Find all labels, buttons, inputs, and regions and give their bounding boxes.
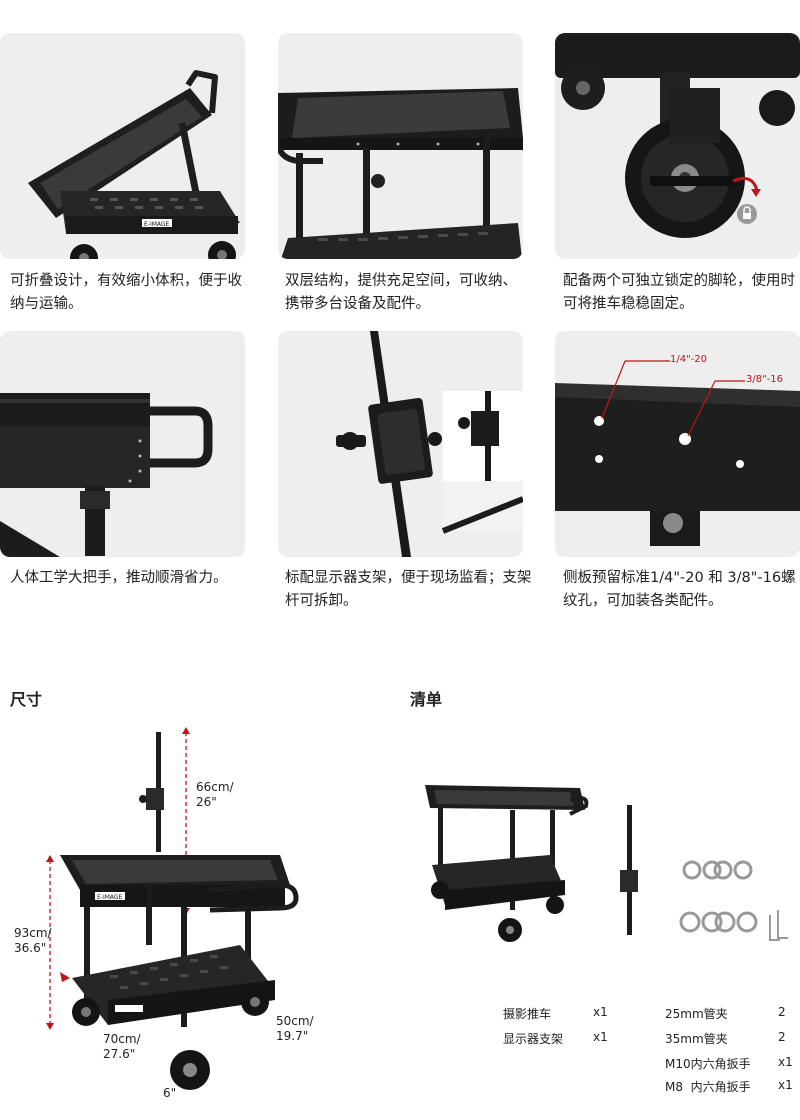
section-title-dimensions: 尺寸 <box>10 690 43 709</box>
packing-item-name: M10内六角扳手 <box>665 1057 751 1071</box>
dim-width: 50cm/ 19.7" <box>276 1014 314 1043</box>
feature-caption-casters: 配备两个可独立锁定的脚轮，使用时可将推车稳稳固定。 <box>563 273 795 312</box>
packing-item-name: 显示器支架 <box>503 1032 564 1046</box>
packing-item-qty: x1 <box>778 1055 793 1069</box>
dim-total-height: 93cm/ 36.6" <box>14 926 52 955</box>
packing-item-qty: x1 <box>593 1005 608 1019</box>
packing-item-name: 摄影推车 <box>503 1007 552 1021</box>
feature-caption-foldable: 可折叠设计，有效缩小体积，便于收纳与运输。 <box>10 273 242 312</box>
feature-image-monitor-mount <box>278 331 523 557</box>
dimension-diagram: E-IMAGE 66cm/ 26" 93cm/ 36.6" 70cm/ 27.6… <box>0 720 400 1120</box>
feature-image-handle <box>0 331 245 557</box>
packing-item-name: 35mm管夹 <box>665 1032 728 1046</box>
dim-pole-height: 66cm/ 26" <box>196 780 234 809</box>
thread-label-quarter: 1/4"-20 <box>670 354 708 365</box>
packing-item-qty: 2 <box>778 1030 786 1044</box>
feature-caption-monitor-mount: 标配显示器支架，便于现场监看；支架杆可拆卸。 <box>285 570 532 609</box>
brand-logo-text: E-IMAGE <box>144 221 170 228</box>
feature-caption-two-tier: 双层结构，提供充足空间，可收纳、携带多台设备及配件。 <box>285 273 517 312</box>
packing-item-name: 25mm管夹 <box>665 1007 728 1021</box>
packing-list-images <box>420 770 800 950</box>
dim-length: 70cm/ 27.6" <box>103 1032 141 1061</box>
packing-item-qty: x1 <box>778 1078 793 1092</box>
feature-caption-thread-holes: 侧板预留标准1/4"-20 和 3/8"-16螺纹孔，可加装各类配件。 <box>563 570 796 609</box>
packing-item-name: M8 内六角扳手 <box>665 1080 751 1094</box>
feature-caption-handle: 人体工学大把手，推动顺滑省力。 <box>10 570 228 586</box>
packing-item-qty: 2 <box>778 1005 786 1019</box>
feature-image-two-tier <box>278 33 523 259</box>
feature-image-thread-holes: 1/4"-20 3/8"-16 <box>555 331 800 557</box>
packing-item-qty: x1 <box>593 1030 608 1044</box>
feature-image-foldable: E-IMAGE <box>0 33 245 259</box>
feature-image-locking-casters <box>555 33 800 259</box>
diagram-brand-text: E-IMAGE <box>97 894 123 901</box>
section-title-packing-list: 清单 <box>410 690 443 709</box>
dim-wheel: 6" <box>163 1086 177 1100</box>
thread-label-three-eighths: 3/8"-16 <box>746 374 784 385</box>
